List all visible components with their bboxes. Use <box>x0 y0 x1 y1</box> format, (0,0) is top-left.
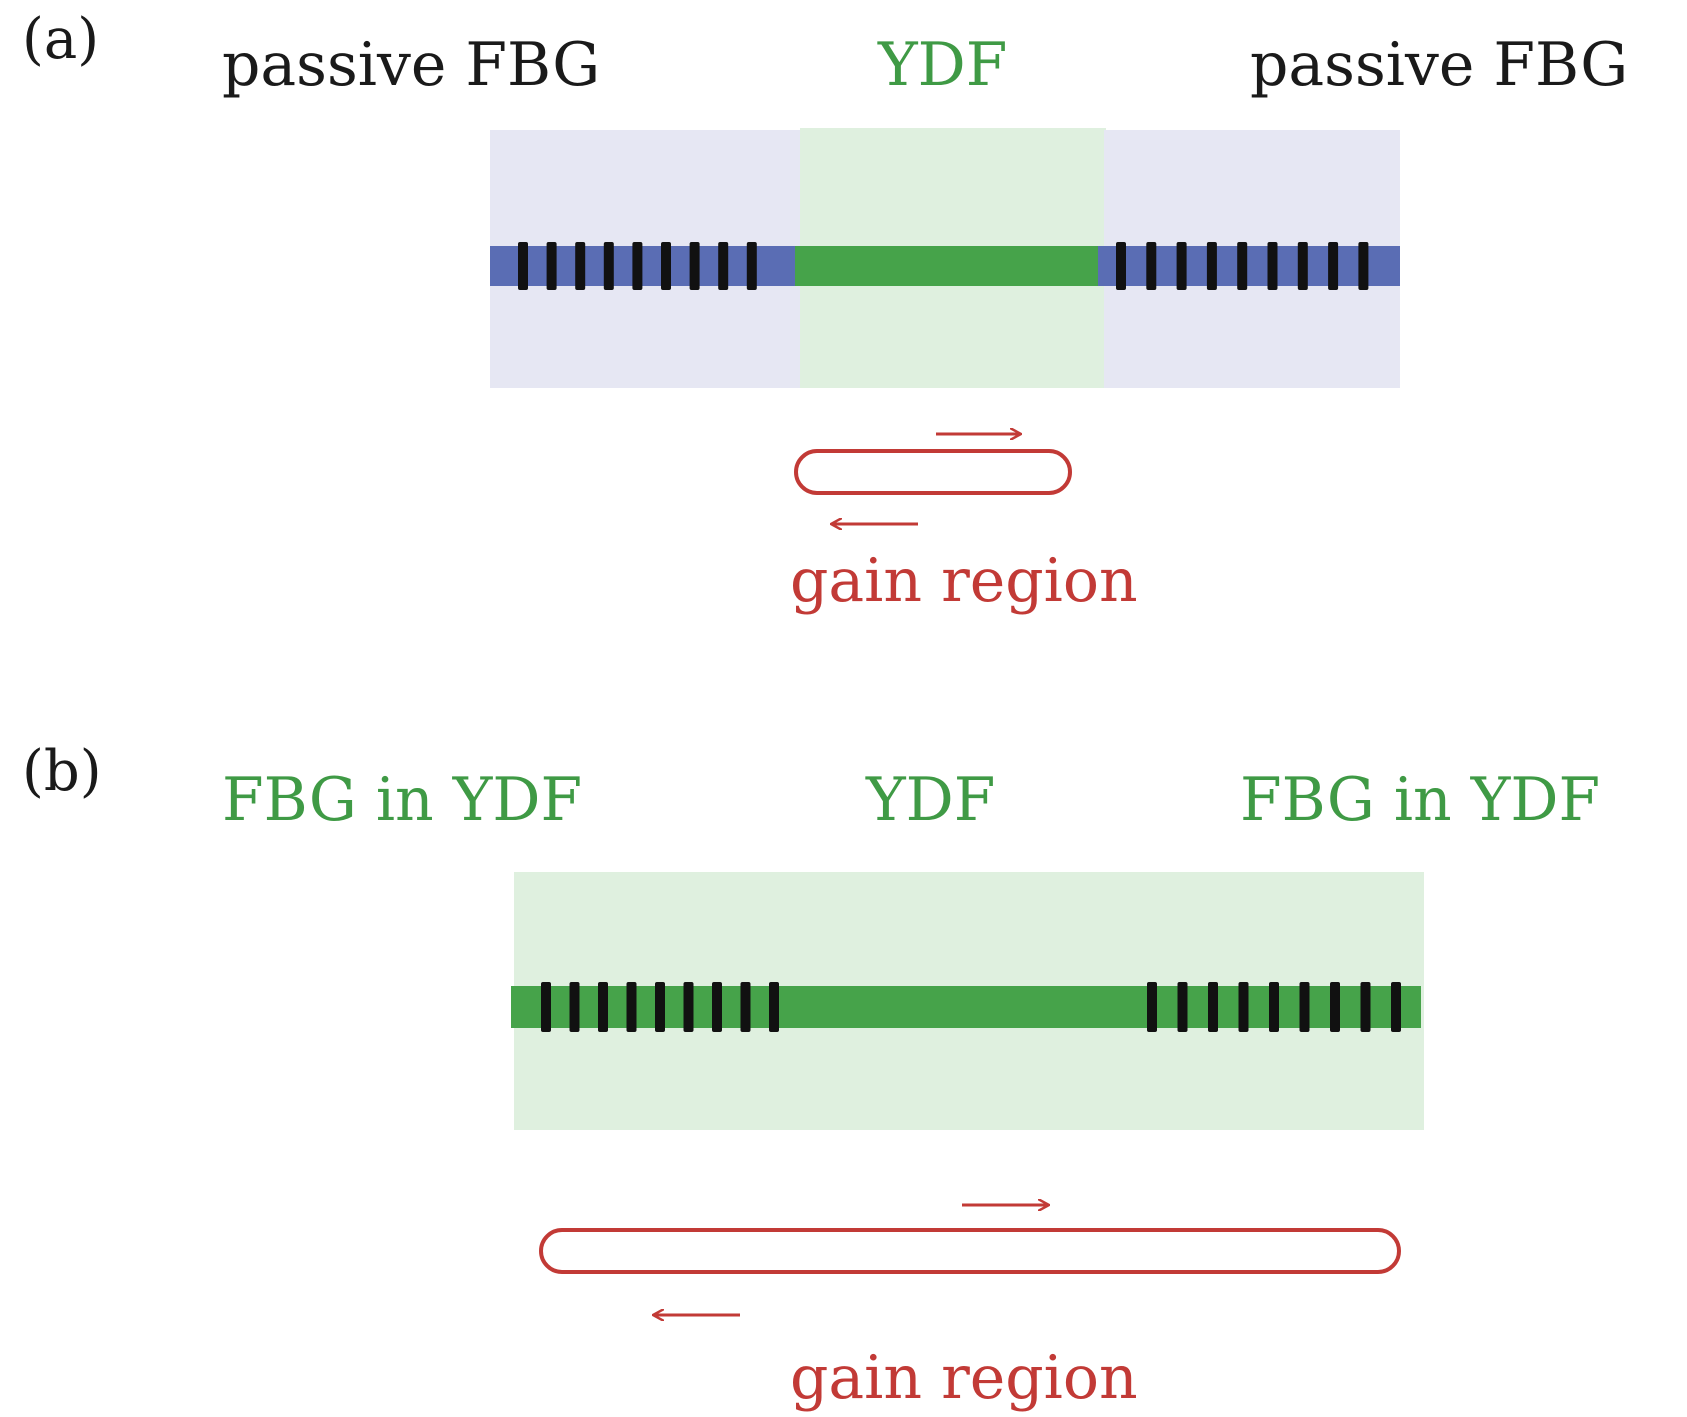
grating-mark <box>569 982 580 1032</box>
panel-a-gain-region-label: gain region <box>790 546 1138 616</box>
grating-mark <box>746 242 757 290</box>
panel-a-right-fbg-label: passive FBG <box>1250 30 1628 100</box>
grating-mark <box>518 242 528 290</box>
grating-mark <box>1299 982 1310 1032</box>
panel-b-right-grating <box>1147 982 1401 1032</box>
grating-mark <box>1267 242 1278 290</box>
grating-mark <box>1176 242 1187 290</box>
grating-mark <box>598 982 608 1032</box>
grating-mark <box>1238 982 1249 1032</box>
panel-a: (a) passive FBG YDF passive FBG gain reg… <box>22 7 1628 616</box>
grating-mark <box>1116 242 1126 290</box>
grating-mark <box>1269 982 1279 1032</box>
grating-mark <box>740 982 751 1032</box>
grating-mark <box>1358 242 1369 290</box>
grating-mark <box>769 982 779 1032</box>
grating-mark <box>661 242 671 290</box>
panel-b: (b) FBG in YDF YDF FBG in YDF gain regio… <box>22 739 1600 1413</box>
grating-mark <box>1206 242 1217 290</box>
grating-mark <box>632 242 643 290</box>
grating-mark <box>1208 982 1218 1032</box>
panel-b-left-fbg-label: FBG in YDF <box>222 765 582 835</box>
grating-mark <box>1146 242 1157 290</box>
panel-b-right-fbg-label: FBG in YDF <box>1240 765 1600 835</box>
panel-a-left-grating <box>518 242 757 290</box>
panel-a-passive-core-right <box>1098 246 1400 286</box>
grating-mark <box>1177 982 1188 1032</box>
grating-mark <box>1328 242 1339 290</box>
panel-b-label: (b) <box>22 739 102 804</box>
grating-mark <box>1237 242 1248 290</box>
panel-b-left-grating <box>541 982 779 1032</box>
grating-mark <box>575 242 586 290</box>
grating-mark <box>712 982 722 1032</box>
grating-mark <box>655 982 665 1032</box>
grating-mark <box>1330 982 1340 1032</box>
grating-mark <box>603 242 614 290</box>
panel-a-label: (a) <box>22 7 99 72</box>
panel-b-ydf-label: YDF <box>865 765 995 835</box>
panel-b-gain-loop <box>539 1228 1401 1274</box>
panel-b-gain-region-label: gain region <box>790 1343 1138 1413</box>
grating-mark <box>689 242 700 290</box>
panel-a-right-grating <box>1116 242 1369 290</box>
grating-mark <box>683 982 694 1032</box>
grating-mark <box>718 242 729 290</box>
panel-a-ydf-label: YDF <box>877 30 1007 100</box>
grating-mark <box>1391 982 1401 1032</box>
panel-a-left-fbg-label: passive FBG <box>222 30 600 100</box>
panel-a-gain-loop <box>794 449 1072 495</box>
grating-mark <box>1147 982 1157 1032</box>
panel-b-ydf-core <box>511 986 1421 1028</box>
grating-mark <box>541 982 551 1032</box>
grating-mark <box>546 242 557 290</box>
grating-mark <box>1297 242 1308 290</box>
grating-mark <box>626 982 637 1032</box>
panel-a-ydf-core <box>795 246 1101 286</box>
grating-mark <box>1360 982 1371 1032</box>
